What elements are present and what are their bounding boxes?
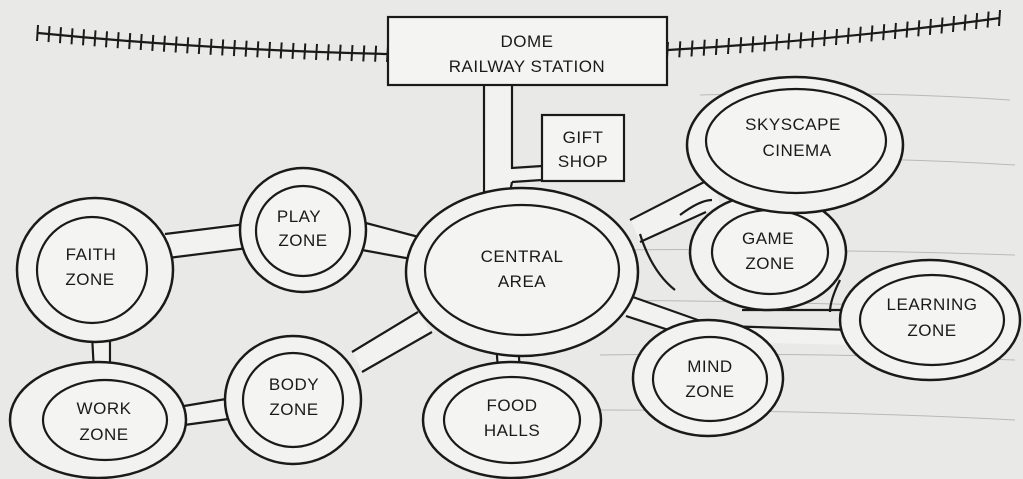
- railway-tie: [116, 32, 120, 49]
- learning-zone-label-line1: LEARNING: [887, 295, 978, 314]
- gift-shop-label-line2: SHOP: [558, 152, 608, 171]
- railway-tie: [59, 27, 62, 44]
- railway-tie: [105, 31, 108, 48]
- game-zone-label-line1: GAME: [742, 229, 794, 248]
- railway-tie: [350, 45, 354, 62]
- railway-tie: [338, 44, 342, 61]
- railway-tie: [186, 37, 190, 54]
- work-zone-label-line1: WORK: [77, 399, 132, 418]
- railway-tie: [303, 43, 307, 60]
- railway-tie: [835, 28, 838, 46]
- body-zone[interactable]: BODY ZONE: [223, 334, 363, 466]
- work-zone[interactable]: WORK ZONE: [8, 360, 188, 479]
- railway-tie: [174, 36, 178, 53]
- body-zone-label-line2: ZONE: [269, 400, 318, 419]
- railway-tie: [221, 39, 225, 56]
- game-zone-label-line2: ZONE: [745, 254, 794, 273]
- work-zone-label-line2: ZONE: [79, 425, 128, 444]
- railway-tie: [751, 36, 755, 53]
- railway-tie: [963, 14, 967, 31]
- railway-station[interactable]: DOME RAILWAY STATION: [386, 15, 669, 87]
- skyscape-cinema-label-line1: SKYSCAPE: [745, 115, 841, 134]
- railway-tie: [763, 35, 767, 52]
- railway-tie: [232, 40, 236, 57]
- play-zone-label-line1: PLAY: [277, 207, 321, 226]
- railway-ties-right: [666, 9, 1001, 59]
- railway-ties-left: [36, 24, 389, 63]
- gift-shop-label-line1: GIFT: [563, 128, 604, 147]
- central-area[interactable]: CENTRAL AREA: [404, 186, 640, 358]
- central-area-label-line1: CENTRAL: [481, 247, 564, 266]
- railway-tie: [362, 45, 366, 62]
- railway-tie: [846, 27, 850, 44]
- railway-tie: [975, 13, 979, 30]
- railway-tie: [882, 24, 886, 41]
- railway-tie: [326, 44, 330, 61]
- railway-tie: [893, 22, 897, 39]
- railway-tie: [986, 11, 990, 28]
- railway-tie: [151, 34, 155, 51]
- skyscape-cinema-label-line2: CINEMA: [762, 141, 831, 160]
- railway-tie: [917, 20, 921, 37]
- faith-zone-label-line1: FAITH: [66, 245, 117, 264]
- faith-zone[interactable]: FAITH ZONE: [15, 196, 175, 344]
- railway-tie: [858, 26, 862, 43]
- railway-tie: [291, 42, 295, 59]
- learning-zone[interactable]: LEARNING ZONE: [838, 258, 1022, 382]
- station-label-line2: RAILWAY STATION: [449, 57, 605, 76]
- railway-tie: [70, 28, 74, 45]
- railway-tie: [244, 40, 248, 57]
- railway-tie: [93, 30, 97, 47]
- railway-tie: [374, 45, 378, 62]
- railway-tie: [315, 43, 318, 60]
- learning-zone-label-line2: ZONE: [907, 321, 956, 340]
- railway-tie: [197, 37, 201, 55]
- railway-tie: [702, 39, 706, 56]
- railway-tie: [905, 21, 909, 38]
- railway-tie: [162, 35, 166, 52]
- game-zone[interactable]: GAME ZONE: [688, 192, 848, 312]
- railway-tie: [139, 33, 143, 51]
- play-zone[interactable]: PLAY ZONE: [238, 166, 368, 294]
- railway-tie: [690, 40, 694, 57]
- railway-tie: [678, 41, 682, 58]
- mind-zone-label-line2: ZONE: [685, 382, 734, 401]
- railway-tie: [256, 41, 260, 58]
- mind-zone[interactable]: MIND ZONE: [631, 318, 785, 438]
- railway-tie: [823, 30, 827, 47]
- railway-tie: [998, 9, 1001, 27]
- play-zone-label-line2: ZONE: [278, 231, 327, 250]
- railway-tie: [787, 33, 791, 50]
- gift-shop[interactable]: GIFT SHOP: [540, 113, 626, 183]
- railway-tie: [714, 38, 718, 55]
- railway-tie: [128, 33, 132, 50]
- railway-tie: [209, 38, 213, 55]
- food-halls[interactable]: FOOD HALLS: [421, 360, 603, 479]
- railway-tie: [36, 24, 39, 42]
- railway-tie: [799, 32, 803, 49]
- railway-tie: [727, 37, 730, 55]
- food-halls-label-line2: HALLS: [484, 421, 540, 440]
- faith-zone-label-line2: ZONE: [65, 270, 114, 289]
- railway-tie: [952, 15, 955, 33]
- railway-tie: [940, 17, 944, 34]
- railway-tie: [870, 25, 874, 42]
- food-halls-label-line1: FOOD: [486, 396, 537, 415]
- mind-zone-label-line1: MIND: [687, 357, 732, 376]
- railway-tie: [739, 37, 743, 54]
- railway-tie: [775, 34, 779, 51]
- railway-tie: [47, 26, 51, 43]
- railway-tie: [928, 18, 932, 35]
- skyscape-cinema[interactable]: SKYSCAPE CINEMA: [685, 75, 905, 215]
- railway-tie: [811, 31, 815, 48]
- central-area-label-line2: AREA: [498, 272, 546, 291]
- railway-tie: [268, 41, 271, 58]
- railway-tie: [279, 42, 283, 59]
- station-label-line1: DOME: [501, 32, 554, 51]
- body-zone-label-line1: BODY: [269, 375, 319, 394]
- railway-tie: [82, 29, 85, 46]
